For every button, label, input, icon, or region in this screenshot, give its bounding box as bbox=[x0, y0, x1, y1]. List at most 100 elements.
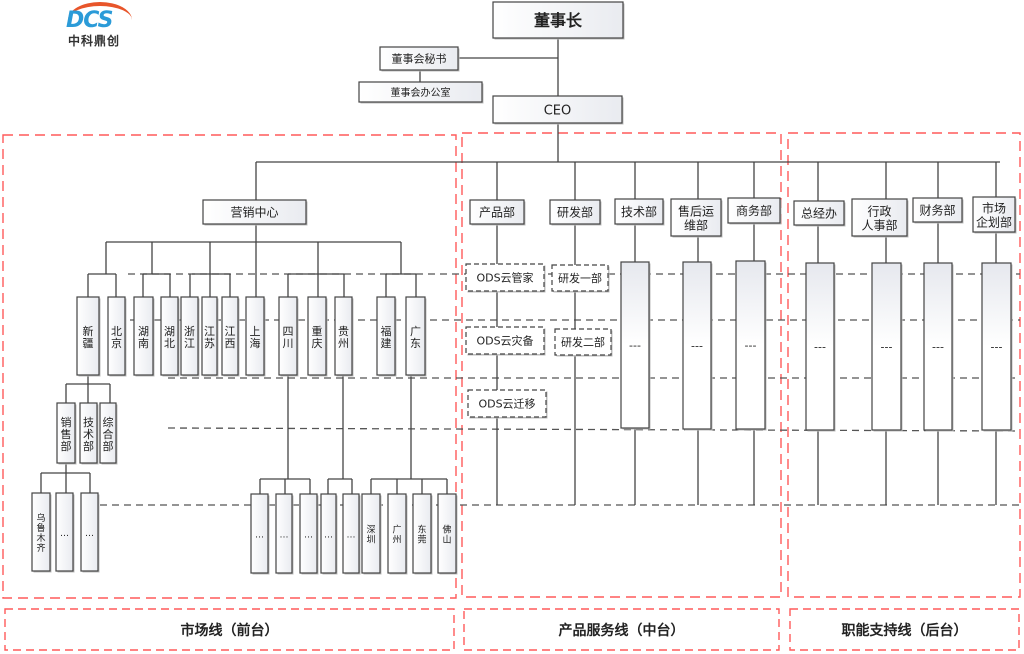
box-label: 湖南 bbox=[138, 325, 149, 350]
box-label-char: 部 bbox=[61, 439, 72, 453]
box-label: … bbox=[60, 529, 69, 539]
box-frame bbox=[245, 296, 265, 376]
box-frame bbox=[361, 493, 381, 574]
xinjiang-dept-node: 技术部 bbox=[79, 402, 99, 465]
product-line-node: ODS云迁移 bbox=[467, 389, 548, 419]
box-frame bbox=[805, 262, 835, 431]
box-label: 四川 bbox=[283, 325, 294, 350]
box-label: 贵州 bbox=[338, 325, 349, 350]
box-label-char: … bbox=[85, 529, 94, 539]
box-label: 重庆 bbox=[312, 324, 323, 350]
box-label-line: 人事部 bbox=[861, 218, 897, 233]
box-label: 董事会办公室 bbox=[391, 86, 451, 99]
column-placeholder: --- bbox=[629, 339, 641, 352]
dept-column: --- bbox=[923, 262, 954, 432]
box-frame bbox=[437, 493, 457, 574]
box-label: ODS云管家 bbox=[476, 271, 533, 285]
province-node: 北京 bbox=[107, 296, 127, 377]
box-label-char: … bbox=[304, 531, 313, 541]
ceo-node: CEO bbox=[492, 95, 624, 125]
box-frame bbox=[492, 95, 623, 124]
support-dept-node: 市场企划部 bbox=[972, 196, 1017, 234]
box-frame bbox=[851, 198, 908, 237]
box-label-line: 企划部 bbox=[976, 215, 1012, 230]
product-dept-node: 研发部 bbox=[549, 199, 602, 226]
box-label: 湖北 bbox=[164, 325, 175, 350]
box-label-char: … bbox=[347, 531, 356, 541]
box-label: 售后运维部 bbox=[678, 204, 714, 233]
box-frame bbox=[465, 263, 545, 292]
region-label-box-product bbox=[463, 608, 780, 651]
box-label: 新疆 bbox=[83, 324, 94, 350]
box-label-char: 广 bbox=[410, 325, 421, 338]
city-node: … bbox=[342, 493, 361, 575]
box-label-char: … bbox=[60, 529, 69, 539]
box-label: 综合部 bbox=[103, 415, 114, 453]
province-node: 广东 bbox=[405, 296, 427, 377]
box-label: 广东 bbox=[410, 325, 421, 350]
box-label-char: 川 bbox=[283, 337, 294, 350]
box-label: 浙江 bbox=[184, 325, 195, 350]
box-label: 北京 bbox=[111, 325, 122, 350]
support-dept-node: 总经办 bbox=[793, 200, 846, 227]
box-label: 营销中心 bbox=[230, 205, 278, 220]
city-node: … bbox=[275, 493, 294, 575]
province-node: 浙江 bbox=[180, 296, 200, 377]
box-frame bbox=[99, 402, 117, 464]
box-label-char: 综 bbox=[103, 415, 114, 429]
box-label-line: 行政 bbox=[867, 205, 891, 219]
box-frame bbox=[334, 296, 353, 376]
city-node: 东莞 bbox=[412, 493, 433, 575]
dept-column: --- bbox=[735, 260, 767, 431]
box-label: 董事长 bbox=[534, 11, 583, 30]
city-node: 乌鲁木齐 bbox=[31, 492, 52, 573]
region-label-market: 市场线（前台） bbox=[181, 622, 279, 639]
box-frame bbox=[180, 296, 199, 376]
box-label: 佛山 bbox=[442, 524, 451, 546]
box-frame bbox=[727, 197, 781, 224]
box-label-char: 江 bbox=[204, 325, 215, 338]
box-label: 技术部 bbox=[83, 416, 94, 453]
box-frame bbox=[670, 198, 722, 237]
box-label: 技术部 bbox=[621, 204, 657, 219]
box-label: ODS云迁移 bbox=[478, 398, 535, 411]
dept-column: --- bbox=[620, 261, 651, 430]
box-label-char: 江 bbox=[225, 325, 236, 338]
box-label-line: 售后运 bbox=[678, 204, 714, 219]
region-label-box-support bbox=[789, 608, 1020, 651]
box-frame bbox=[376, 296, 396, 376]
box-frame bbox=[735, 260, 766, 430]
box-label-char: 湖 bbox=[138, 325, 149, 338]
box-frame bbox=[307, 296, 327, 376]
city-node: 佛山 bbox=[437, 493, 458, 575]
box-label: 市场企划部 bbox=[976, 201, 1012, 230]
box-frame bbox=[56, 402, 76, 464]
box-label: 研发部 bbox=[557, 205, 593, 220]
box-label: 东莞 bbox=[417, 524, 426, 546]
box-label-char: 庆 bbox=[312, 336, 323, 350]
box-label-char: 疆 bbox=[83, 337, 94, 350]
box-frame bbox=[549, 199, 601, 225]
box-label-char: 技 bbox=[83, 416, 94, 429]
box-frame bbox=[250, 493, 269, 574]
box-label-line: 维部 bbox=[684, 218, 708, 233]
region-market bbox=[2, 134, 457, 599]
box-label-char: 售 bbox=[61, 427, 72, 441]
box-label: … bbox=[324, 531, 333, 541]
box-label: 江苏 bbox=[204, 325, 215, 350]
box-frame bbox=[981, 262, 1012, 431]
box-label: … bbox=[85, 529, 94, 539]
box-label: … bbox=[280, 531, 289, 541]
box-frame bbox=[201, 296, 218, 376]
box-label: 广州 bbox=[392, 524, 401, 546]
column-placeholder: --- bbox=[881, 341, 893, 354]
city-node: … bbox=[299, 493, 319, 575]
box-frame bbox=[379, 46, 459, 71]
column-placeholder: --- bbox=[814, 341, 826, 354]
box-label: ODS云灾备 bbox=[476, 334, 533, 348]
box-frame bbox=[469, 199, 525, 225]
product-line-node: ODS云管家 bbox=[465, 263, 546, 293]
box-frame bbox=[299, 493, 318, 574]
box-label-char: 术 bbox=[83, 428, 94, 441]
